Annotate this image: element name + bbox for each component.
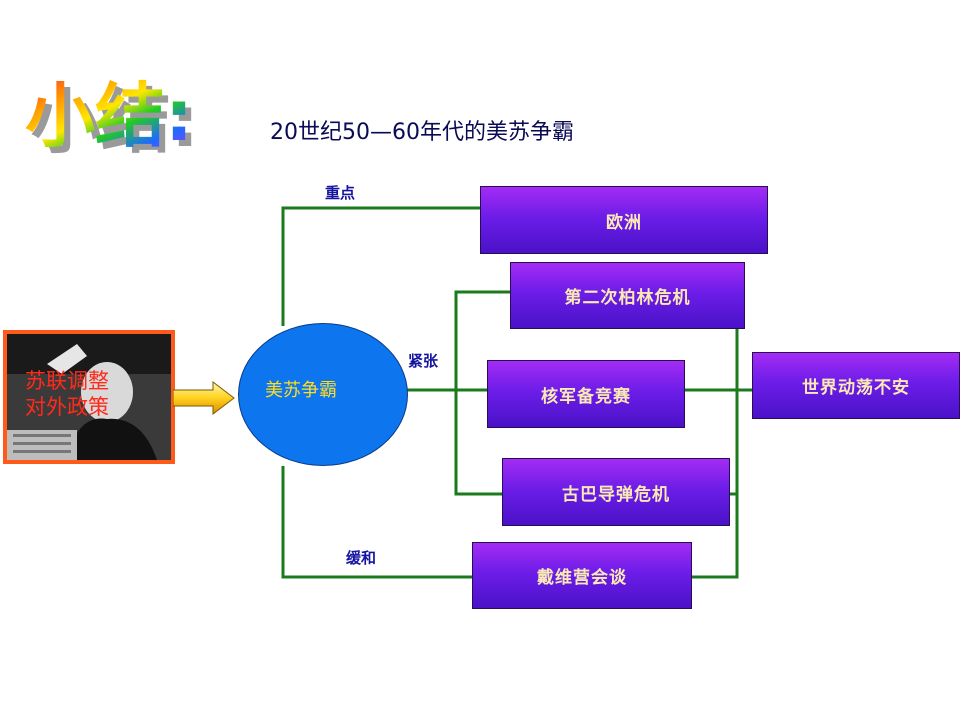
box-europe-label: 欧洲: [606, 212, 642, 233]
connector-right-bracket: [691, 295, 739, 579]
label-detente: 缓和: [346, 549, 377, 567]
connector-focus: [281, 206, 481, 326]
page-subtitle: 20世纪50—60年代的美苏争霸: [270, 120, 574, 145]
box-berlin-crisis: 第二次柏林危机: [510, 262, 745, 329]
summary-logo-art: 小结: 小结:: [25, 75, 199, 163]
box-cuban-missile-crisis-label: 古巴导弹危机: [562, 484, 670, 505]
summary-logo-shadow: 小结:: [31, 81, 199, 162]
us-soviet-rivalry-node: 美苏争霸: [238, 323, 408, 466]
right-arrow-icon: [173, 381, 235, 415]
photo-caption-line2: 对外政策: [25, 395, 109, 419]
photo-caption-line1: 苏联调整: [25, 369, 109, 393]
connector-detente: [281, 466, 473, 579]
box-europe: 欧洲: [480, 186, 768, 254]
photo-caption: 苏联调整 对外政策: [25, 368, 165, 420]
box-camp-david-talks: 戴维营会谈: [472, 542, 692, 609]
us-soviet-rivalry-label: 美苏争霸: [265, 380, 337, 401]
box-world-unrest-label: 世界动荡不安: [802, 378, 910, 398]
label-tension: 紧张: [408, 352, 439, 370]
summary-logo: 小结: 小结:: [20, 72, 230, 163]
box-berlin-crisis-label: 第二次柏林危机: [564, 288, 691, 308]
soviet-photo: 苏联调整 对外政策: [3, 330, 175, 464]
photo-image: [7, 334, 171, 460]
box-nuclear-arms-race-label: 核军备竞赛: [541, 386, 631, 407]
label-focus: 重点: [325, 184, 356, 202]
box-cuban-missile-crisis: 古巴导弹危机: [502, 458, 730, 526]
summary-logo-text: 小结:: [25, 75, 193, 157]
connector-tension-bracket: [454, 290, 511, 496]
box-camp-david-talks-label: 戴维营会谈: [537, 568, 627, 588]
box-nuclear-arms-race: 核军备竞赛: [487, 360, 685, 428]
box-world-unrest: 世界动荡不安: [752, 352, 960, 419]
